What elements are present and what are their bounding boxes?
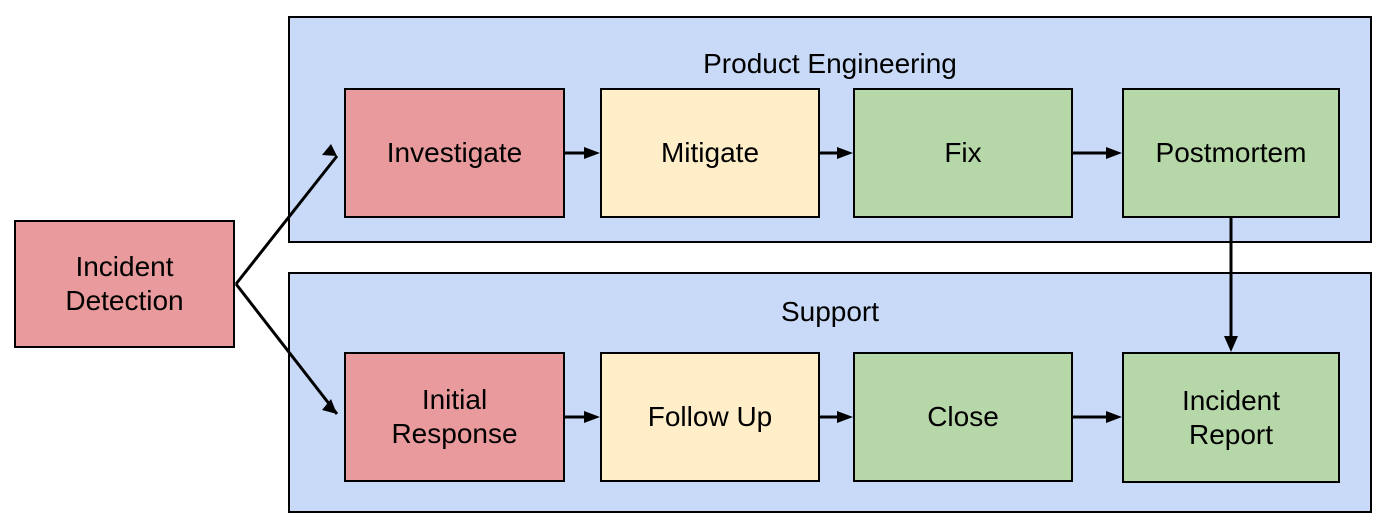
process-node-initial-response[interactable]: Initial Response — [344, 352, 565, 482]
process-node-fix[interactable]: Fix — [853, 88, 1073, 218]
process-node-incident-detection[interactable]: Incident Detection — [14, 220, 235, 348]
process-node-follow-up[interactable]: Follow Up — [600, 352, 820, 482]
swimlane-title-support: Support — [780, 296, 880, 327]
swimlane-title-product-engineering: Product Engineering — [703, 48, 957, 79]
process-node-mitigate[interactable]: Mitigate — [600, 88, 820, 218]
process-node-close[interactable]: Close — [853, 352, 1073, 482]
process-node-postmortem[interactable]: Postmortem — [1122, 88, 1340, 218]
process-node-investigate[interactable]: Investigate — [344, 88, 565, 218]
process-node-incident-report[interactable]: Incident Report — [1122, 352, 1340, 483]
